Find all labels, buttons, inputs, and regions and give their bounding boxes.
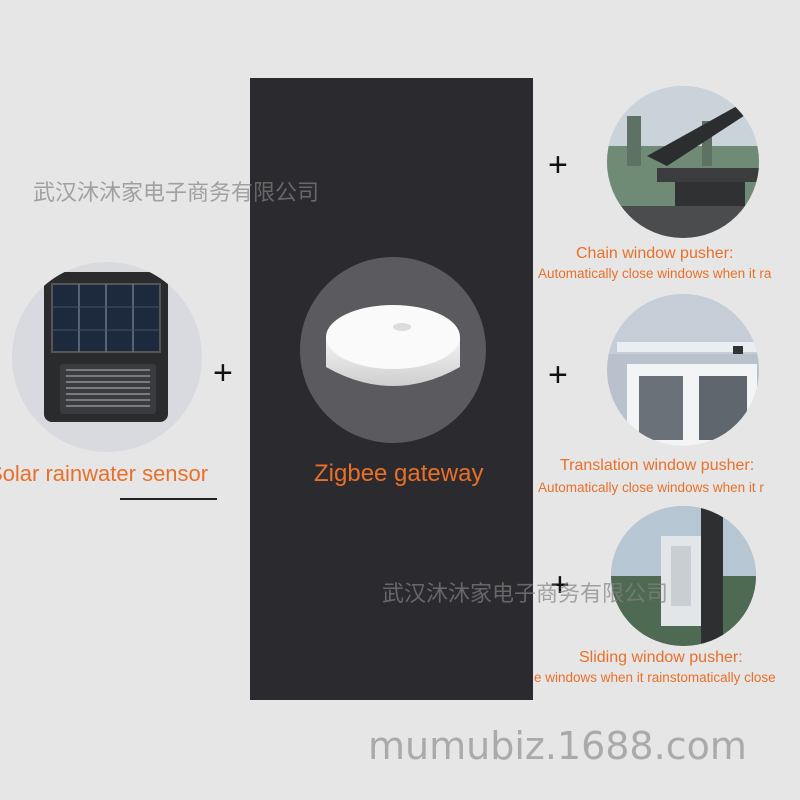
pusher-title: Sliding window pusher: [579, 649, 743, 666]
solar-sensor-icon [44, 272, 168, 422]
chain-window-icon [607, 86, 759, 238]
translation-pusher-image [607, 294, 759, 446]
sensor-label-clip: Solar rainwater sensor [0, 461, 230, 491]
plus-sign: + [548, 356, 568, 394]
plus-sign: + [550, 566, 570, 604]
sensor-label: Solar rainwater sensor [0, 461, 209, 486]
sensor-underline [120, 498, 217, 500]
gateway-label: Zigbee gateway [314, 460, 484, 487]
pusher-title: Chain window pusher: [576, 245, 734, 262]
gateway-image [300, 257, 486, 443]
watermark-company: 武汉沐沐家电子商务有限公司 [33, 181, 320, 206]
watermark-url: mumubiz.1688.com [368, 724, 747, 768]
translation-window-icon [607, 294, 759, 446]
pusher-subtitle: e windows when it rainstomatically close [534, 670, 776, 685]
pusher-subtitle-clip: Automatically close windows when it ra [538, 266, 800, 284]
pusher-subtitle-clip: e windows when it rainstomatically close [534, 670, 800, 688]
pusher-subtitle: Automatically close windows when it r [538, 480, 764, 495]
watermark-company: 武汉沐沐家电子商务有限公司 [382, 582, 669, 607]
zigbee-gateway-icon [326, 305, 460, 386]
plus-sign: + [548, 146, 568, 184]
pusher-title: Translation window pusher: [560, 457, 755, 474]
plus-sign: + [213, 354, 233, 392]
sensor-image [12, 262, 202, 452]
pusher-subtitle: Automatically close windows when it ra [538, 266, 772, 281]
chain-pusher-image [607, 86, 759, 238]
pusher-subtitle-clip: Automatically close windows when it r [538, 480, 800, 498]
